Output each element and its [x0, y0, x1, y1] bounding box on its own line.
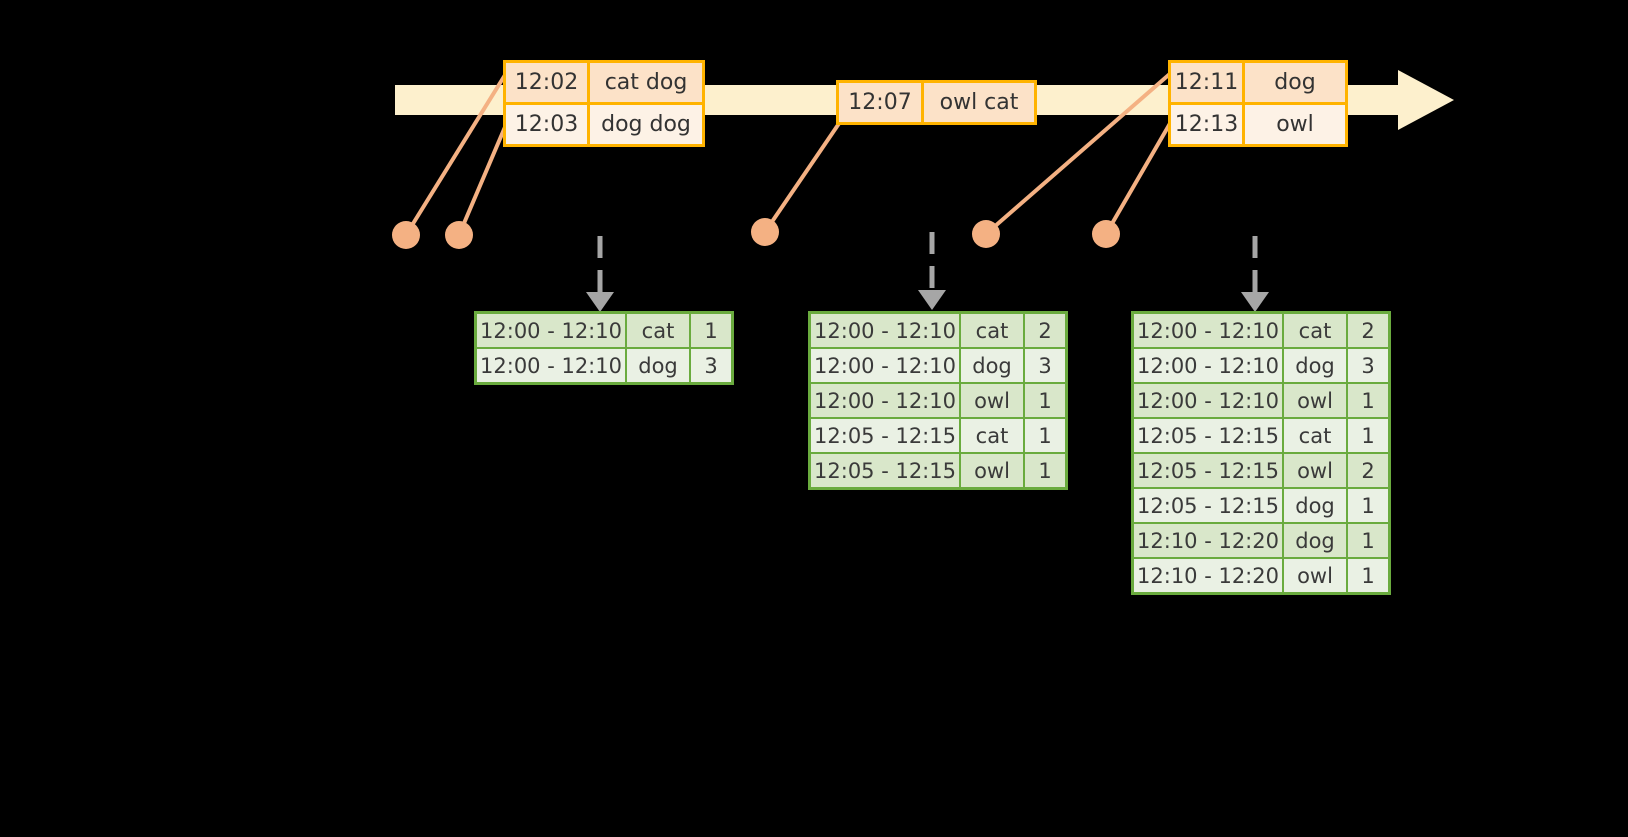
key-cell: owl — [1284, 559, 1346, 592]
event-text: dog — [1245, 63, 1345, 102]
window-cell: 12:00 - 12:10 — [811, 349, 959, 382]
event-box-1[interactable]: 12:02 cat dog 12:03 dog dog — [503, 60, 705, 147]
event-row: 12:13 owl — [1171, 102, 1345, 144]
window-cell: 12:00 - 12:10 — [811, 314, 959, 347]
count-cell: 1 — [1348, 524, 1388, 557]
key-cell: cat — [1284, 419, 1346, 452]
window-cell: 12:00 - 12:10 — [1134, 384, 1282, 417]
down-arrow-head-1 — [586, 292, 614, 312]
count-cell: 2 — [1025, 314, 1065, 347]
event-time: 12:13 — [1171, 105, 1245, 144]
down-arrow-heads — [586, 290, 1269, 312]
key-cell: dog — [1284, 349, 1346, 382]
key-cell: owl — [1284, 384, 1346, 417]
key-cell: cat — [961, 419, 1023, 452]
event-time: 12:11 — [1171, 63, 1245, 102]
event-row: 12:03 dog dog — [506, 102, 702, 144]
event-row: 12:07 owl cat — [839, 83, 1034, 122]
event-text: owl — [1245, 105, 1345, 144]
key-cell: cat — [1284, 314, 1346, 347]
window-cell: 12:00 - 12:10 — [811, 384, 959, 417]
event-box-2[interactable]: 12:07 owl cat — [836, 80, 1037, 125]
down-arrow-head-2 — [918, 290, 946, 310]
window-cell: 12:05 - 12:15 — [811, 419, 959, 452]
event-time: 12:02 — [506, 63, 590, 102]
event-dot-1 — [392, 221, 420, 249]
count-cell: 3 — [1025, 349, 1065, 382]
key-cell: dog — [1284, 489, 1346, 522]
event-dot-3 — [751, 218, 779, 246]
event-box-3[interactable]: 12:11 dog 12:13 owl — [1168, 60, 1348, 147]
count-cell: 1 — [1025, 419, 1065, 452]
event-dot-4 — [972, 220, 1000, 248]
count-cell: 1 — [1025, 454, 1065, 487]
down-arrow-shafts — [597, 232, 1258, 294]
count-cell: 1 — [1348, 419, 1388, 452]
count-cell: 1 — [691, 314, 731, 347]
connector-line-5 — [1104, 118, 1174, 236]
count-cell: 1 — [1348, 384, 1388, 417]
window-cell: 12:00 - 12:10 — [477, 314, 625, 347]
window-cell: 12:05 - 12:15 — [1134, 419, 1282, 452]
window-cell: 12:00 - 12:10 — [1134, 349, 1282, 382]
count-cell: 1 — [1025, 384, 1065, 417]
key-cell: cat — [627, 314, 689, 347]
window-cell: 12:00 - 12:10 — [1134, 314, 1282, 347]
event-dot-2 — [445, 221, 473, 249]
event-text: owl cat — [924, 83, 1034, 122]
event-time: 12:07 — [839, 83, 924, 122]
key-cell: owl — [961, 454, 1023, 487]
event-dots — [392, 218, 1120, 249]
connector-line-2 — [457, 119, 510, 236]
key-cell: dog — [1284, 524, 1346, 557]
event-text: dog dog — [590, 105, 702, 144]
key-cell: owl — [1284, 454, 1346, 487]
key-cell: owl — [961, 384, 1023, 417]
event-text: cat dog — [590, 63, 702, 102]
down-arrow-head-3 — [1241, 292, 1269, 312]
count-cell: 1 — [1348, 489, 1388, 522]
key-cell: dog — [627, 349, 689, 382]
window-cell: 12:10 - 12:20 — [1134, 524, 1282, 557]
event-row: 12:11 dog — [1171, 63, 1345, 102]
window-cell: 12:05 - 12:15 — [1134, 454, 1282, 487]
count-cell: 3 — [691, 349, 731, 382]
count-cell: 1 — [1348, 559, 1388, 592]
key-cell: cat — [961, 314, 1023, 347]
count-cell: 3 — [1348, 349, 1388, 382]
connector-line-3 — [763, 120, 842, 234]
event-dot-5 — [1092, 220, 1120, 248]
count-cell: 2 — [1348, 454, 1388, 487]
key-cell: dog — [961, 349, 1023, 382]
window-cell: 12:05 - 12:15 — [811, 454, 959, 487]
window-cell: 12:05 - 12:15 — [1134, 489, 1282, 522]
timeline-arrowhead-icon — [1398, 70, 1454, 130]
count-cell: 2 — [1348, 314, 1388, 347]
event-row: 12:02 cat dog — [506, 63, 702, 102]
window-cell: 12:10 - 12:20 — [1134, 559, 1282, 592]
window-cell: 12:00 - 12:10 — [477, 349, 625, 382]
event-time: 12:03 — [506, 105, 590, 144]
